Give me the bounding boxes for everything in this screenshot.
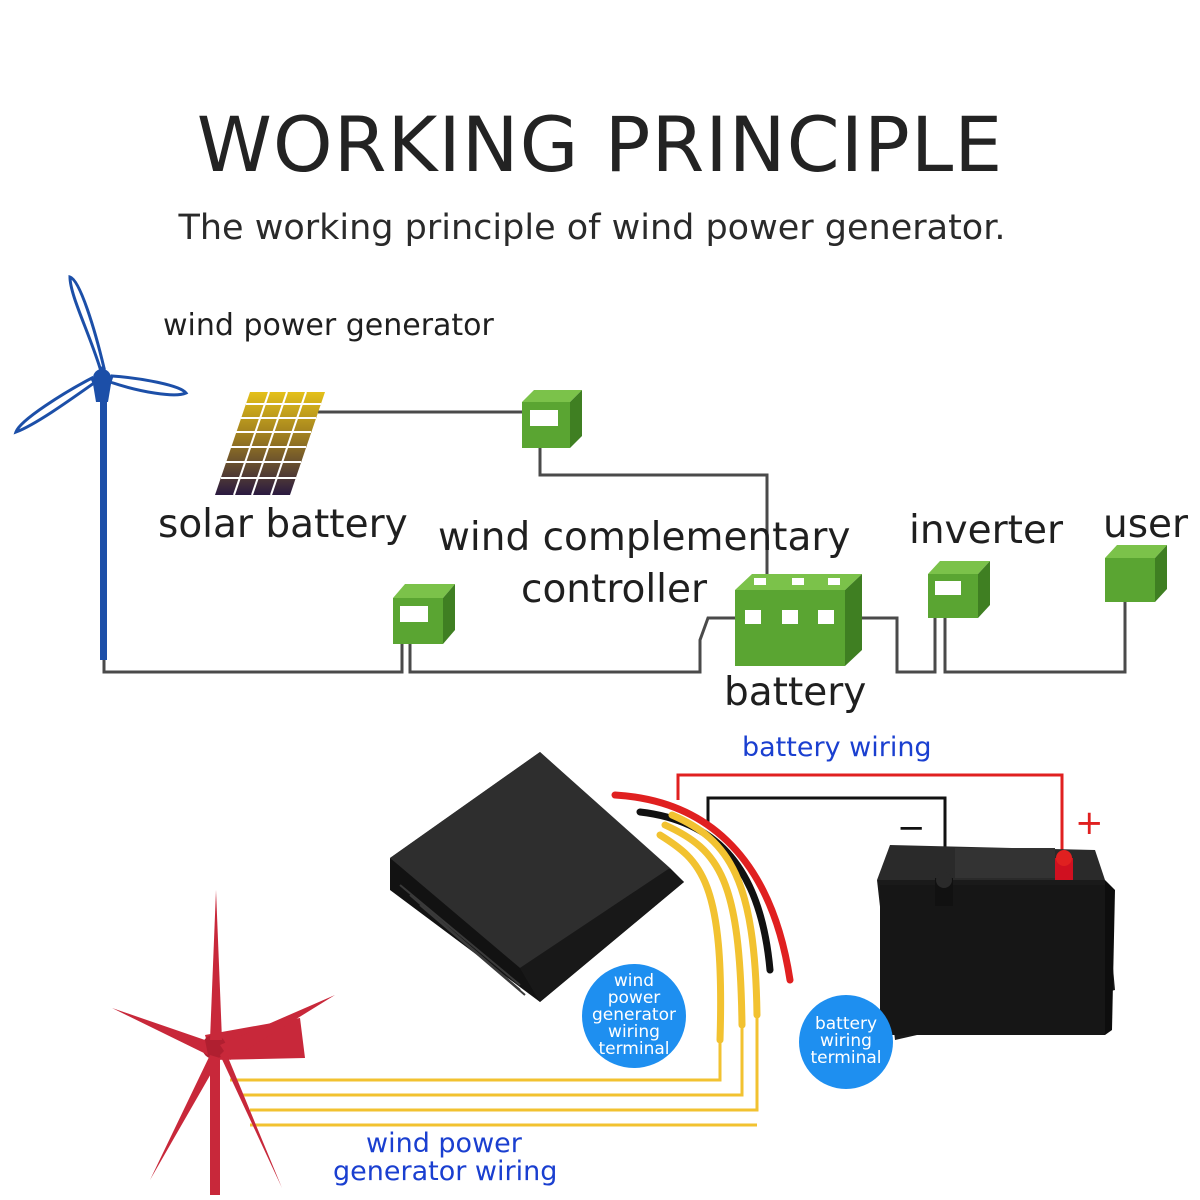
generator-terminal-line: generator <box>592 1005 676 1025</box>
label-generator-wiring-line2: generator wiring <box>333 1156 558 1187</box>
car-battery-icon <box>877 845 1115 1040</box>
battery-terminal-line: battery <box>814 1014 878 1034</box>
label-generator-wiring-line1: wind power <box>366 1128 522 1159</box>
battery-terminal-line: wiring <box>820 1031 872 1051</box>
user-box-icon <box>1105 545 1167 602</box>
system-wiring <box>102 410 1127 674</box>
plus-sign: + <box>1075 803 1104 843</box>
label-battery-wiring: battery wiring <box>742 732 932 763</box>
battery-terminal-badge <box>799 995 893 1089</box>
generator-terminal-line: power <box>607 988 661 1008</box>
page-title: WORKING PRINCIPLE <box>196 100 1004 189</box>
generator-terminal-line: wind <box>613 971 655 991</box>
page-subtitle: The working principle of wind power gene… <box>178 208 1006 248</box>
label-user: user <box>1103 502 1189 547</box>
label-wind-power-generator: wind power generator <box>163 308 494 343</box>
controller-box-bottom-icon <box>393 584 455 644</box>
label-inverter: inverter <box>909 508 1063 553</box>
solar-panel-icon <box>215 391 325 496</box>
generator-terminal-line: terminal <box>598 1039 670 1059</box>
minus-sign: − <box>897 808 926 848</box>
controller-box-top-icon <box>522 390 582 448</box>
battery-wiring-lines <box>676 773 1064 880</box>
controller-cables <box>611 791 794 1044</box>
red-wind-turbine-icon <box>112 890 335 1195</box>
inverter-box-icon <box>928 561 990 618</box>
label-battery: battery <box>724 670 867 715</box>
label-controller-line1: wind complementary <box>438 515 851 560</box>
label-controller-line2: controller <box>521 567 708 612</box>
generator-terminal-badge <box>582 964 686 1068</box>
label-solar-battery: solar battery <box>158 502 408 547</box>
generator-wiring-lines <box>230 1015 759 1127</box>
battery-terminal-text: battery wiring terminal <box>791 1016 901 1067</box>
battery-box-icon <box>735 574 862 666</box>
generator-terminal-text: wind power generator wiring terminal <box>579 973 689 1058</box>
battery-terminal-line: terminal <box>810 1048 882 1068</box>
charge-controller-icon <box>390 752 684 1002</box>
generator-terminal-line: wiring <box>608 1022 660 1042</box>
wind-turbine-icon <box>13 274 189 660</box>
